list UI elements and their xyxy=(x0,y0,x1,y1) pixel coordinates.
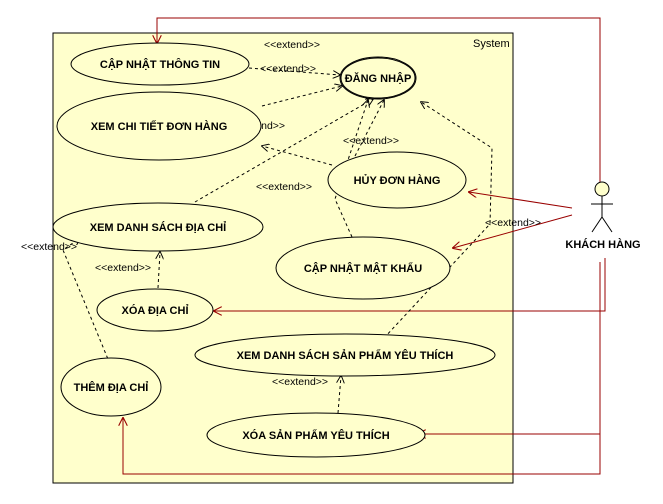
extend-xem-dsdc-dang-nhap xyxy=(194,99,373,203)
extend-labels: <<extend>> <<extend>> <<extend>> <<exten… xyxy=(21,39,541,388)
use-case-cap-nhat-thong-tin: CẬP NHẬT THÔNG TIN xyxy=(70,42,250,86)
use-case-xem-chi-tiet-don-hang: XEM CHI TIẾT ĐƠN HÀNG xyxy=(56,91,262,161)
use-case-xoa-dia-chi: XÓA ĐỊA CHỈ xyxy=(96,288,214,332)
use-case-label: XEM DANH SÁCH SẢN PHẨM YÊU THÍCH xyxy=(237,349,454,362)
use-case-label: CẬP NHẬT THÔNG TIN xyxy=(100,58,220,71)
association-lines xyxy=(123,17,606,475)
extend-mat-khau-dang-nhap xyxy=(334,100,368,238)
actor-label: KHÁCH HÀNG xyxy=(565,238,640,251)
extend-sp-yeu-thich-dang-nhap xyxy=(383,102,493,339)
extend-label: <<extend>> xyxy=(264,39,320,51)
extend-label: <<extend>> xyxy=(485,217,541,229)
use-case-label: XEM DANH SÁCH ĐỊA CHỈ xyxy=(90,221,227,234)
system-label: System xyxy=(473,38,510,50)
extend-label: <<extend>> xyxy=(256,181,312,193)
use-case-xoa-sp-yeu-thich: XÓA SẢN PHẨM YÊU THÍCH xyxy=(206,412,426,458)
extend-label: <<extend>> xyxy=(95,262,151,274)
association-huy-don-hang xyxy=(469,192,573,209)
extend-label: <<extend>> xyxy=(272,376,328,388)
use-case-label: HỦY ĐƠN HÀNG xyxy=(354,174,441,187)
use-case-label: ĐĂNG NHẬP xyxy=(345,72,412,85)
association-cap-nhat-thong-tin xyxy=(157,17,601,185)
association-xoa-dia-chi xyxy=(214,258,606,311)
extend-xoa-sp-xem-sp xyxy=(338,376,341,414)
use-case-xem-sp-yeu-thich: XEM DANH SÁCH SẢN PHẨM YÊU THÍCH xyxy=(194,333,496,377)
association-them-dia-chi xyxy=(123,265,601,475)
extend-huy-don-dang-nhap xyxy=(354,100,384,157)
extend-label: <<extend>> xyxy=(343,135,399,147)
use-case-label: XÓA ĐỊA CHỈ xyxy=(121,304,188,317)
use-case-them-dia-chi: THÊM ĐỊA CHỈ xyxy=(60,357,162,417)
extend-huy-don-xem-chi-tiet xyxy=(262,146,333,166)
use-case-xem-danh-sach-dia-chi: XEM DANH SÁCH ĐỊA CHỈ xyxy=(52,202,264,252)
extend-label: <<extend>> xyxy=(21,241,77,253)
association-cap-nhat-mat-khau xyxy=(453,214,573,248)
extend-xem-chi-tiet-dang-nhap xyxy=(261,86,342,107)
actor-khach-hang: KHÁCH HÀNG xyxy=(565,181,641,251)
extend-lines xyxy=(62,67,493,414)
use-case-label: XEM CHI TIẾT ĐƠN HÀNG xyxy=(91,120,228,133)
use-case-label: XÓA SẢN PHẨM YÊU THÍCH xyxy=(242,429,389,442)
use-case-dang-nhap: ĐĂNG NHẬP xyxy=(339,56,417,100)
use-case-huy-don-hang: HỦY ĐƠN HÀNG xyxy=(327,151,467,209)
use-case-label: THÊM ĐỊA CHỈ xyxy=(74,381,149,394)
use-case-cap-nhat-mat-khau: CẬP NHẬT MẬT KHẨU xyxy=(275,236,451,300)
extend-xoa-dc-xem-dsdc xyxy=(158,252,160,289)
actor-stick-figure-icon xyxy=(591,181,613,233)
extend-label: <<extend>> xyxy=(260,63,316,75)
use-case-label: CẬP NHẬT MẬT KHẨU xyxy=(304,262,422,275)
